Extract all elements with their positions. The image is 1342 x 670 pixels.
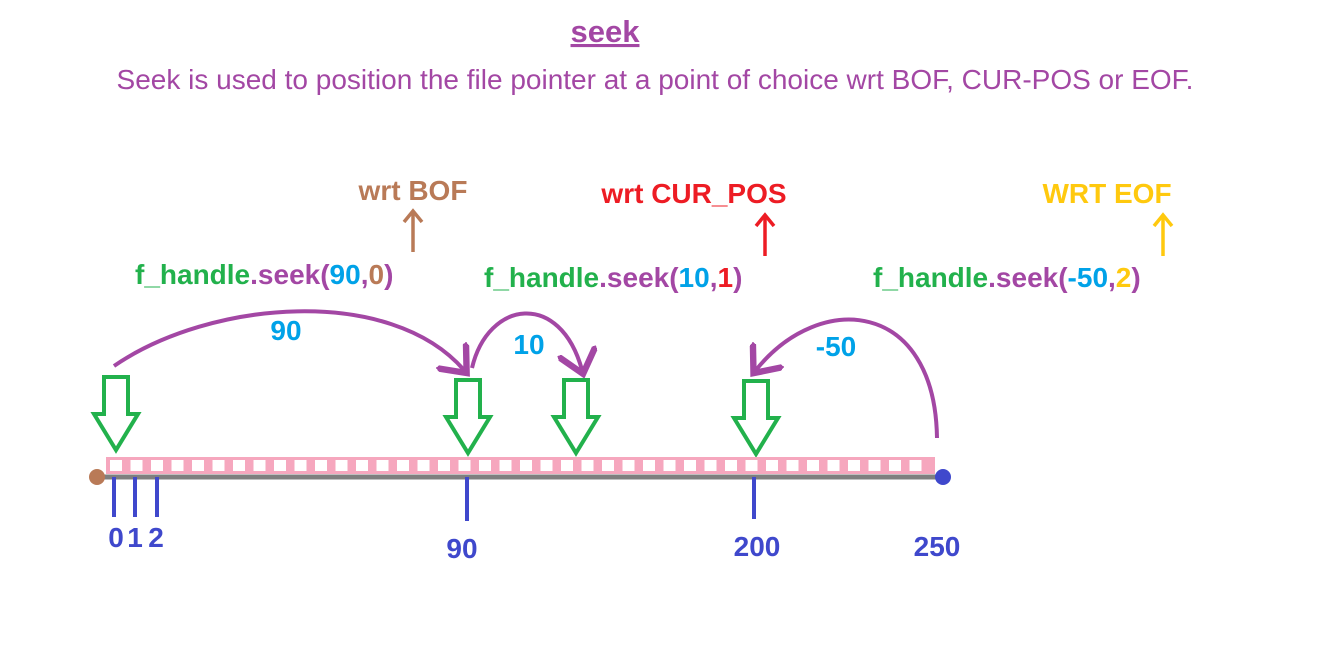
byte-cell <box>417 460 430 471</box>
call-whence: 0 <box>368 259 384 290</box>
byte-cell <box>253 460 266 471</box>
call-dot: . <box>988 262 996 293</box>
byte-cell <box>356 460 368 471</box>
byte-cell <box>335 460 348 471</box>
byte-cell <box>827 460 840 471</box>
call-dot: . <box>250 259 258 290</box>
byte-cell <box>212 460 225 471</box>
byte-cell <box>725 460 737 471</box>
page-title: seek <box>571 14 641 49</box>
byte-cell <box>643 460 655 471</box>
call-object: f_handle <box>873 262 988 293</box>
byte-cell <box>520 460 532 471</box>
jump-label-bof: 90 <box>270 315 301 346</box>
call-comma: , <box>1108 262 1116 293</box>
call-paren-close: ) <box>384 259 393 290</box>
description: Seek is used to position the file pointe… <box>117 64 1194 95</box>
byte-cell <box>622 460 635 471</box>
byte-cell <box>438 460 450 471</box>
byte-cell <box>458 460 471 471</box>
byte-cell <box>171 460 184 471</box>
byte-cell <box>602 460 614 471</box>
label-cur-pos: wrt CUR_POS <box>600 178 786 209</box>
down-arrow-icon <box>90 375 142 454</box>
jump-curve-bof <box>112 309 464 370</box>
seek-call-bof: f_handle.seek(90,0) <box>135 259 393 290</box>
call-offset: 90 <box>330 259 361 290</box>
call-object: f_handle <box>135 259 250 290</box>
call-comma: , <box>710 262 718 293</box>
seek-call-cur: f_handle.seek(10,1) <box>484 262 742 293</box>
call-paren-close: ) <box>1131 262 1140 293</box>
byte-cell <box>704 460 717 471</box>
bof-marker <box>89 469 105 485</box>
call-paren-open: ( <box>320 259 330 290</box>
label-bof: wrt BOF <box>358 175 468 206</box>
byte-cell <box>499 460 512 471</box>
down-arrow-icon <box>550 378 602 457</box>
byte-cell <box>397 460 409 471</box>
byte-cell <box>233 460 245 471</box>
byte-cell <box>274 460 286 471</box>
byte-cell <box>110 460 122 471</box>
byte-cell <box>909 460 922 471</box>
byte-cell <box>479 460 491 471</box>
seek-call-eof: f_handle.seek(-50,2) <box>873 262 1141 293</box>
jump-curve-cur <box>470 311 582 370</box>
byte-cell <box>561 460 573 471</box>
byte-cell <box>315 460 327 471</box>
jump-label-cur: 10 <box>513 329 544 360</box>
call-paren-close: ) <box>733 262 742 293</box>
label-eof: WRT EOF <box>1042 178 1171 209</box>
jump-label-eof: -50 <box>816 331 856 362</box>
call-whence: 1 <box>717 262 733 293</box>
byte-cell <box>786 460 799 471</box>
byte-cell <box>766 460 778 471</box>
up-arrow-icon <box>754 212 776 256</box>
pos-label-250: 250 <box>914 531 961 562</box>
byte-cell <box>807 460 819 471</box>
call-offset: 10 <box>679 262 710 293</box>
byte-cell <box>376 460 389 471</box>
pos-label-90: 90 <box>446 533 477 564</box>
pos-label-1: 1 <box>127 522 143 553</box>
up-arrow-icon <box>1152 212 1174 256</box>
byte-cell <box>745 460 758 471</box>
byte-cell <box>663 460 676 471</box>
position-ticks <box>112 477 756 521</box>
byte-cell <box>151 460 163 471</box>
down-arrow-icon <box>442 378 494 457</box>
call-whence: 2 <box>1116 262 1132 293</box>
call-object: f_handle <box>484 262 599 293</box>
byte-cell <box>540 460 553 471</box>
call-offset: -50 <box>1068 262 1108 293</box>
file-bytes <box>110 460 922 471</box>
down-arrow-icon <box>730 379 782 458</box>
pos-label-200: 200 <box>734 531 781 562</box>
jump-curve-eof <box>756 317 939 439</box>
byte-cell <box>684 460 696 471</box>
call-paren-open: ( <box>1058 262 1068 293</box>
eof-marker <box>935 469 951 485</box>
pos-label-0: 0 <box>108 522 124 553</box>
call-method: seek <box>258 259 321 290</box>
call-dot: . <box>599 262 607 293</box>
call-comma: , <box>361 259 369 290</box>
up-arrow-icon <box>402 208 424 252</box>
byte-cell <box>868 460 881 471</box>
byte-cell <box>581 460 594 471</box>
byte-cell <box>294 460 307 471</box>
call-method: seek <box>996 262 1059 293</box>
call-method: seek <box>607 262 670 293</box>
pos-label-2: 2 <box>148 522 164 553</box>
call-paren-open: ( <box>669 262 679 293</box>
byte-cell <box>848 460 860 471</box>
byte-cell <box>192 460 204 471</box>
byte-cell <box>889 460 901 471</box>
byte-cell <box>130 460 143 471</box>
